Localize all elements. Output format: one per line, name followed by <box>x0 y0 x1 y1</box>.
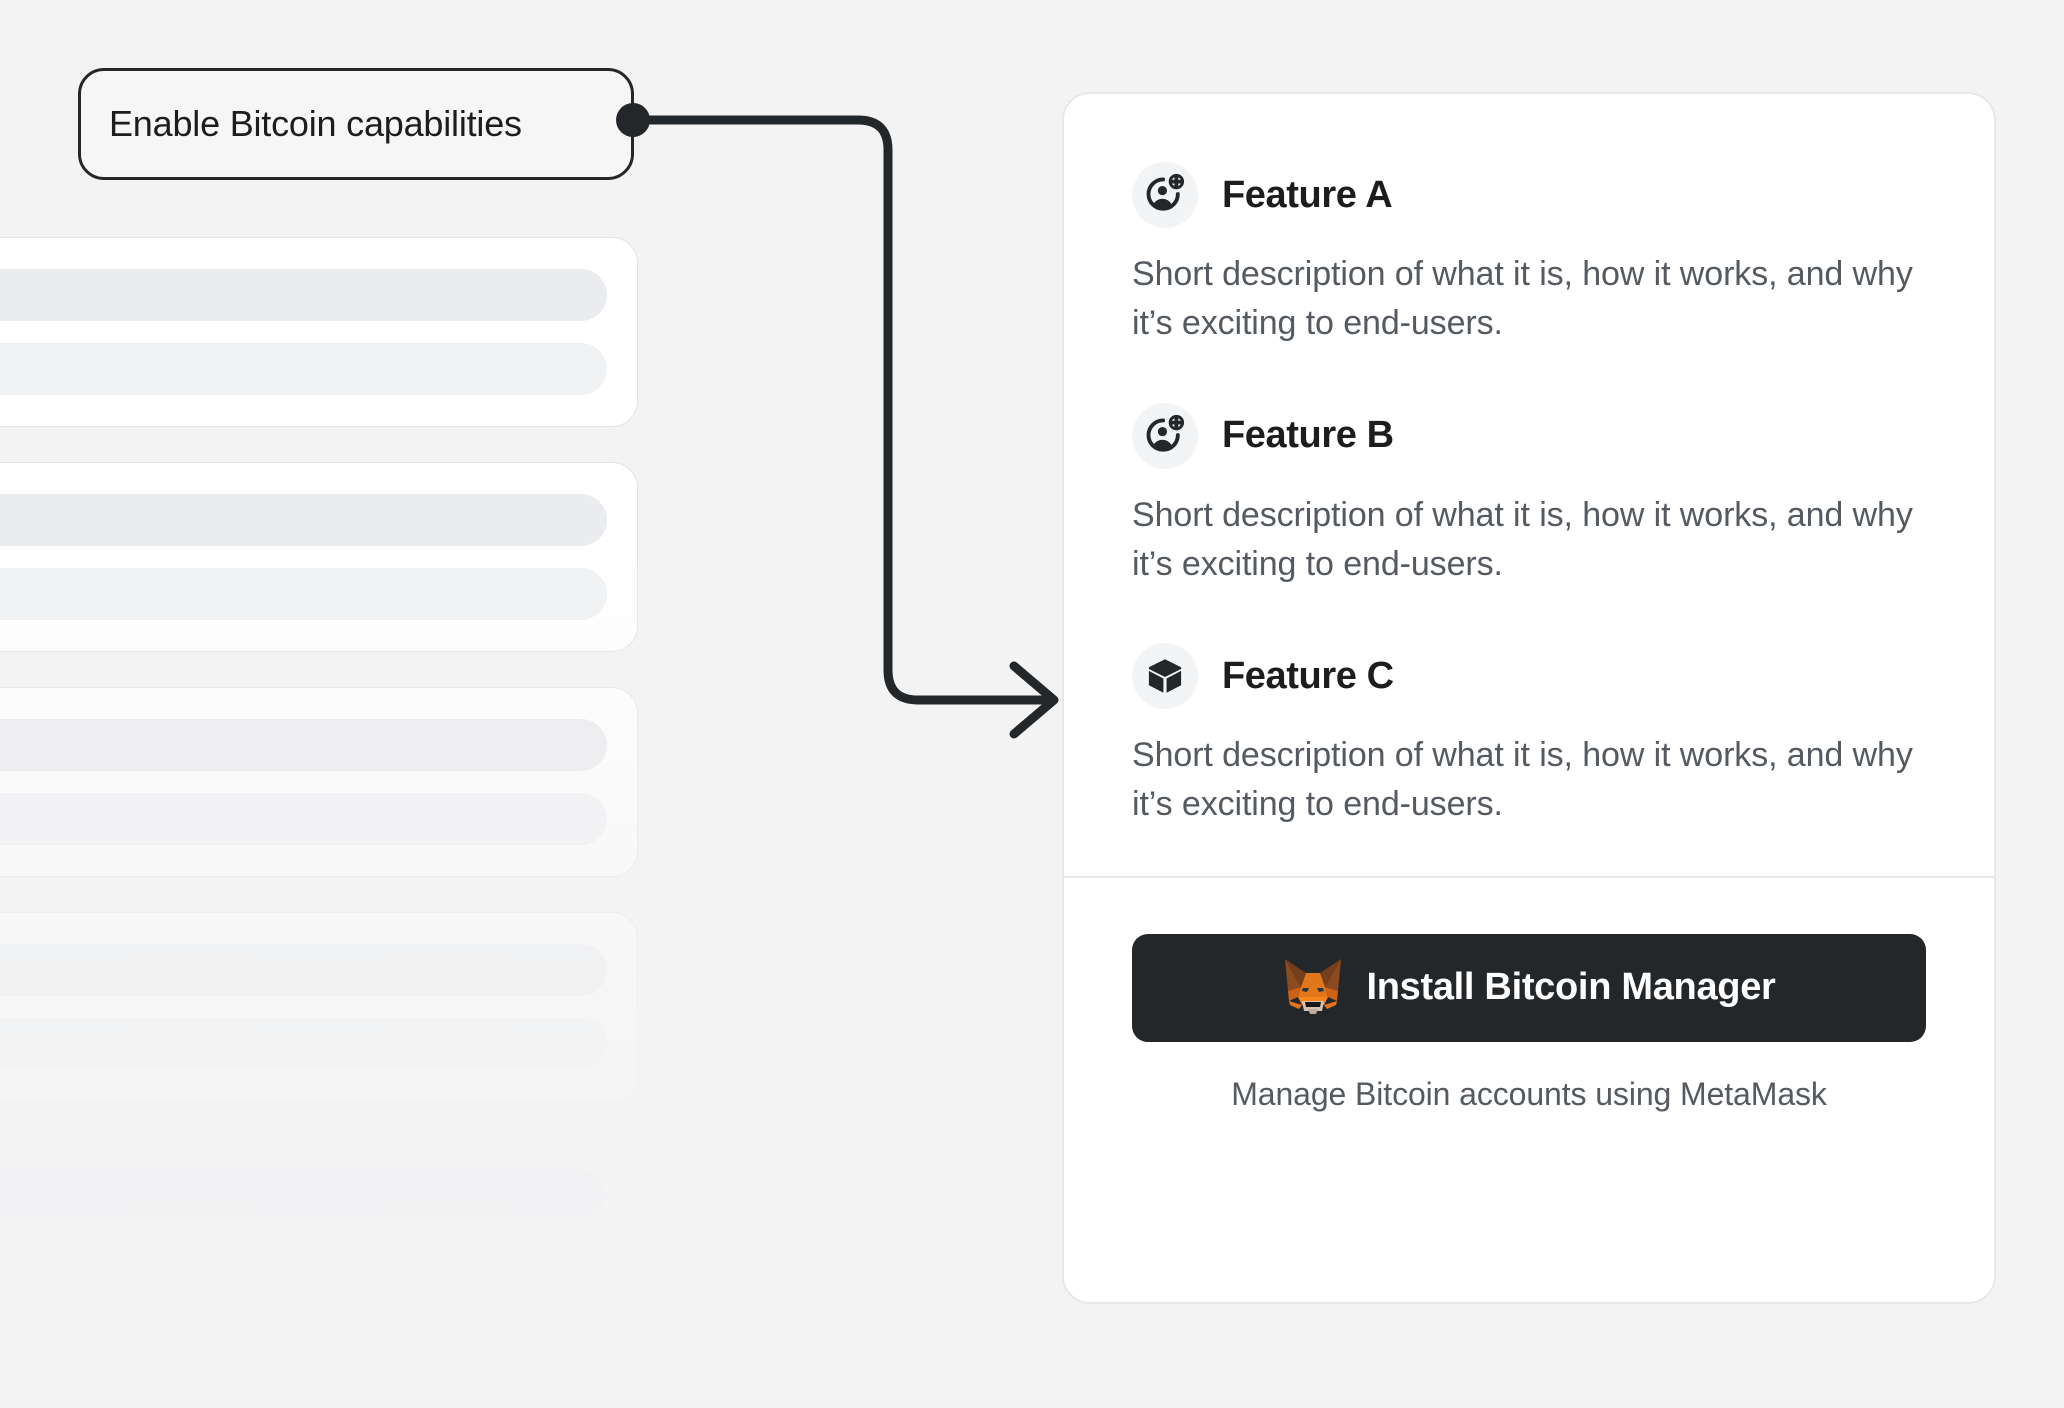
skeleton-bar <box>0 719 607 771</box>
skeleton-card <box>0 462 638 652</box>
install-bitcoin-manager-button[interactable]: Install Bitcoin Manager <box>1132 933 1926 1042</box>
skeleton-card <box>0 687 638 877</box>
skeleton-bar <box>0 944 607 996</box>
skeleton-card <box>0 1362 638 1408</box>
feature-list: Feature A Short description of what it i… <box>1064 94 1994 876</box>
feature-item: Feature C Short description of what it i… <box>1132 643 1926 830</box>
skeleton-bar <box>0 1394 607 1408</box>
skeleton-card <box>0 237 638 427</box>
skeleton-card-stack <box>0 237 638 1408</box>
skeleton-bar <box>0 269 607 321</box>
feature-title: Feature A <box>1222 173 1393 216</box>
skeleton-bar <box>0 343 607 395</box>
footer-note: Manage Bitcoin accounts using MetaMask <box>1231 1075 1827 1112</box>
skeleton-bar <box>0 568 607 620</box>
feature-description: Short description of what it is, how it … <box>1132 495 1913 583</box>
feature-item: Feature A Short description of what it i… <box>1132 162 1926 349</box>
skeleton-fade-overlay <box>0 237 660 1408</box>
metamask-fox-icon <box>1282 957 1344 1018</box>
callout-label-pill[interactable]: Enable Bitcoin capabilities <box>78 68 634 180</box>
skeleton-bar <box>0 1018 607 1070</box>
skeleton-bar <box>0 1243 607 1295</box>
skeleton-card <box>0 1137 638 1327</box>
feature-title: Feature B <box>1222 414 1394 457</box>
feature-description: Short description of what it is, how it … <box>1132 255 1913 343</box>
account-add-icon <box>1132 402 1198 469</box>
install-button-label: Install Bitcoin Manager <box>1366 966 1776 1009</box>
panel-footer: Install Bitcoin Manager Manage Bitcoin a… <box>1064 878 1994 1165</box>
skeleton-bar <box>0 793 607 845</box>
feature-title: Feature C <box>1222 654 1394 697</box>
feature-header: Feature A <box>1132 162 1926 228</box>
connector-path <box>628 115 1055 705</box>
skeleton-card <box>0 912 638 1102</box>
callout-label-text: Enable Bitcoin capabilities <box>109 103 522 144</box>
account-add-icon <box>1132 162 1198 228</box>
feature-description: Short description of what it is, how it … <box>1132 736 1913 824</box>
skeleton-bar <box>0 494 607 546</box>
feature-header: Feature C <box>1132 643 1926 710</box>
feature-header: Feature B <box>1132 402 1926 469</box>
skeleton-bar <box>0 1169 607 1221</box>
feature-panel: Feature A Short description of what it i… <box>1062 92 1996 1304</box>
arrow-right-icon <box>1009 661 1059 739</box>
feature-item: Feature B Short description of what it i… <box>1132 402 1926 590</box>
panel-divider <box>1064 875 1994 878</box>
cube-icon <box>1132 643 1198 710</box>
